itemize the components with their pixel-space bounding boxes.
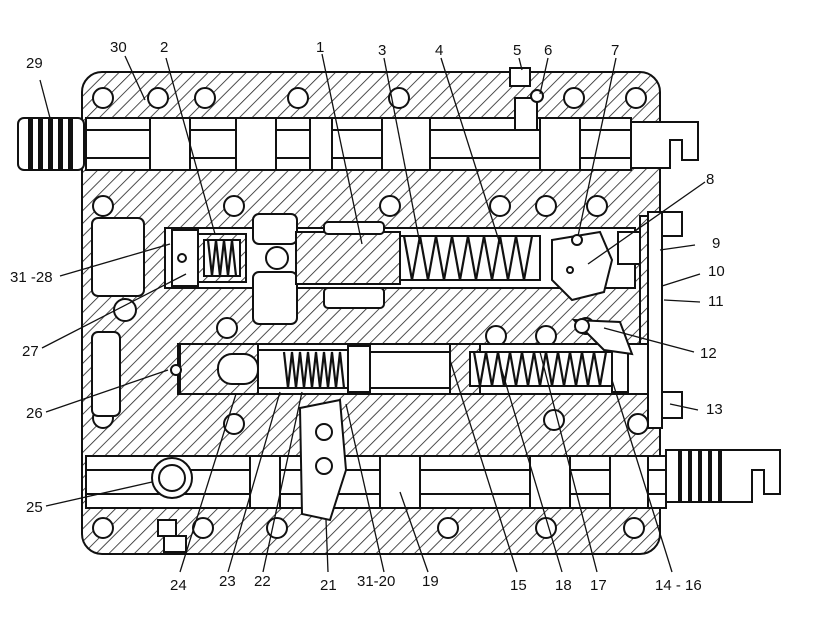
- label-1: 1: [316, 39, 324, 56]
- label-29: 29: [26, 55, 43, 72]
- label-5: 5: [513, 42, 521, 59]
- label-10: 10: [708, 263, 725, 280]
- label-17: 17: [590, 577, 607, 594]
- label-27: 27: [22, 343, 39, 360]
- label-22: 22: [254, 573, 271, 590]
- part-labels: 29 30 2 1 3 4 5 6 7 8 9 10 11 12 13 14 -…: [10, 39, 725, 594]
- label-19: 19: [422, 573, 439, 590]
- label-18: 18: [555, 577, 572, 594]
- label-8: 8: [706, 171, 714, 188]
- label-7: 7: [611, 42, 619, 59]
- label-9: 9: [712, 235, 720, 252]
- label-24: 24: [170, 577, 187, 594]
- label-14-16: 14 - 16: [655, 577, 702, 594]
- label-31-28: 31 -28: [10, 269, 53, 286]
- middle-relief-valve-bore: [91, 211, 683, 345]
- label-26: 26: [26, 405, 43, 422]
- right-side-cover: [571, 211, 663, 429]
- label-25: 25: [26, 499, 43, 516]
- label-4: 4: [435, 42, 443, 59]
- label-12: 12: [700, 345, 717, 362]
- label-30: 30: [110, 39, 127, 56]
- leader-lines: [39, 53, 706, 573]
- bolt-holes: [92, 87, 649, 539]
- label-31-20: 31-20: [357, 573, 395, 590]
- upper-spool-handle-grooves: [28, 118, 73, 170]
- bottom-spool-handle-grooves: [678, 450, 722, 502]
- label-13: 13: [706, 401, 723, 418]
- label-21: 21: [320, 577, 337, 594]
- label-2: 2: [160, 39, 168, 56]
- label-15: 15: [510, 577, 527, 594]
- label-23: 23: [219, 573, 236, 590]
- label-6: 6: [544, 42, 552, 59]
- bottom-control-spool: [85, 398, 781, 553]
- label-3: 3: [378, 42, 386, 59]
- upper-control-spool: [17, 67, 699, 171]
- label-11: 11: [708, 293, 724, 310]
